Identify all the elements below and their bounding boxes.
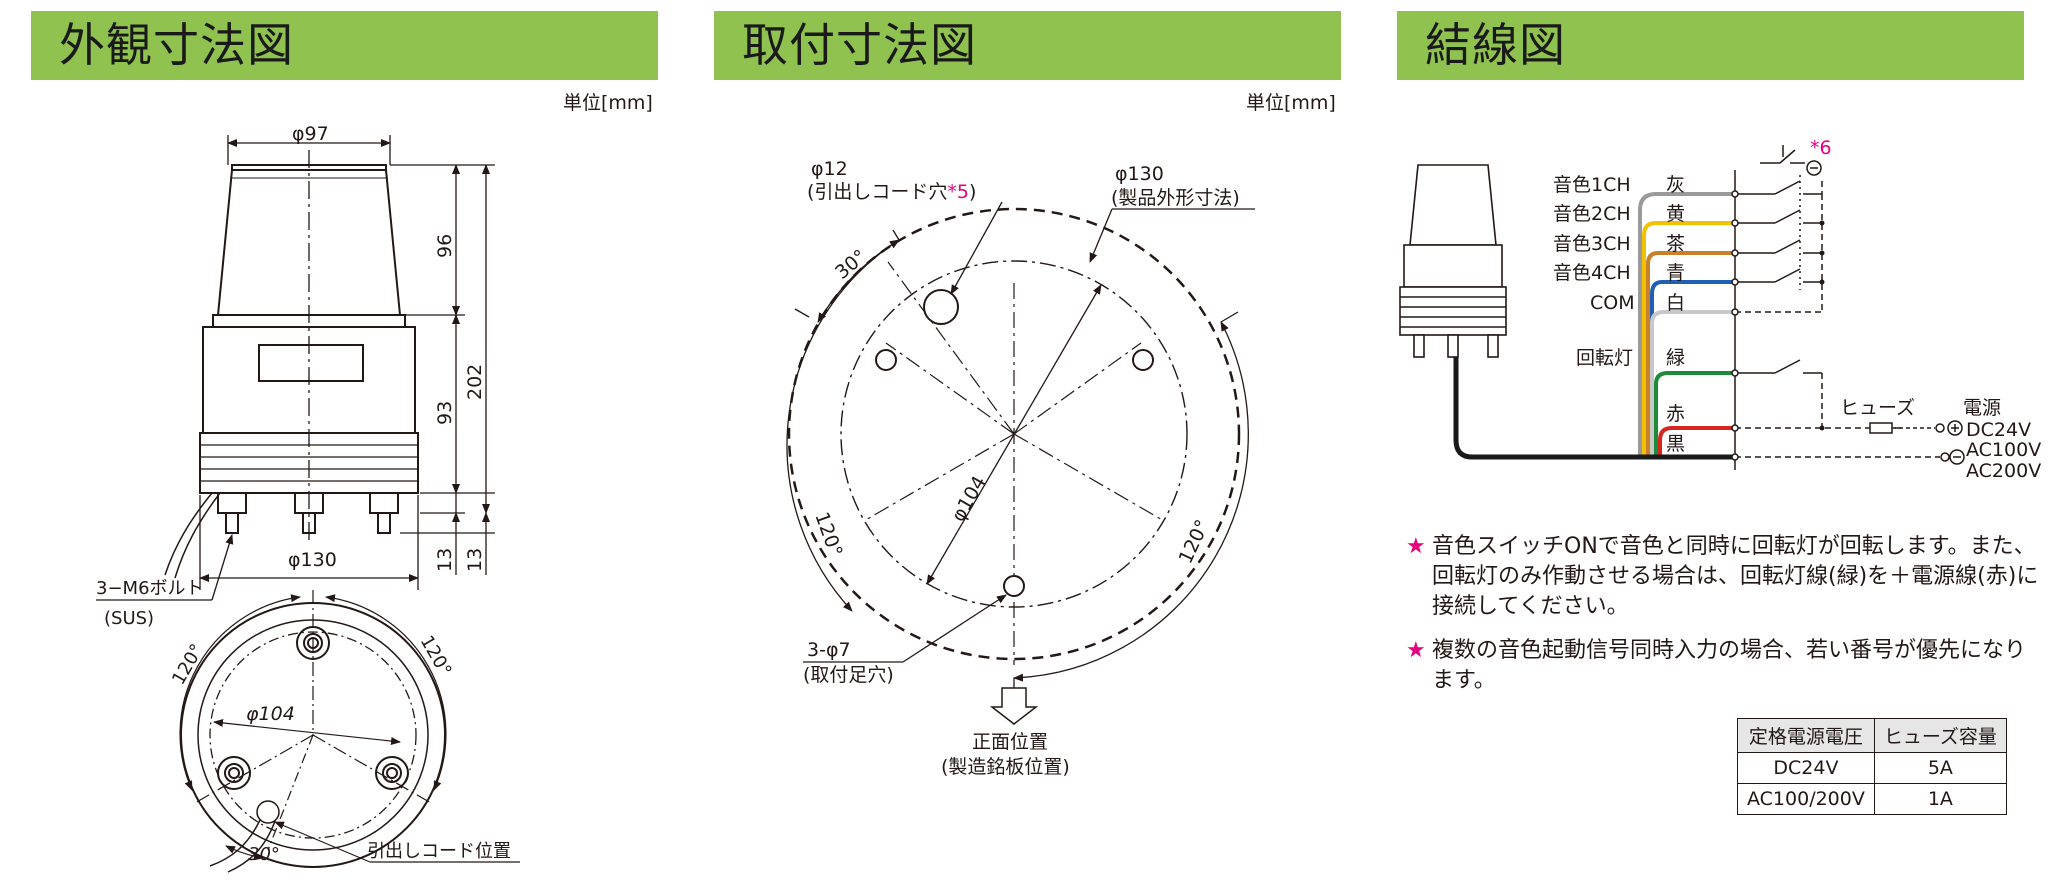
table-row: AC100/200V 1A bbox=[1737, 783, 2007, 815]
ext-dim13b: 13 bbox=[464, 548, 486, 572]
ext-phi104: φ104 bbox=[246, 703, 295, 725]
wire-color-gray: 灰 bbox=[1666, 174, 1685, 196]
mnt-foot-hole-label: (取付足穴) bbox=[803, 664, 894, 686]
wire-color-green: 緑 bbox=[1666, 347, 1685, 369]
wiring-junction-dots bbox=[1731, 190, 1739, 461]
ext-phi97: φ97 bbox=[292, 123, 329, 145]
wire-switch-note: *6 bbox=[1810, 137, 1832, 159]
note-star-icon: ★ bbox=[1406, 638, 1426, 663]
wire-color-brown: 茶 bbox=[1666, 233, 1685, 255]
external-bottom-dimensions bbox=[179, 590, 520, 863]
mnt-angle120-right: 120° bbox=[1175, 516, 1214, 567]
mnt-foot-hole: 3-φ7 bbox=[807, 639, 851, 661]
mnt-cord-hole-label: (引出しコード穴 bbox=[807, 181, 947, 203]
external-side-view bbox=[164, 164, 419, 579]
ext-bolt-label: 3−M6ボルト bbox=[96, 578, 204, 599]
ext-sus-label: (SUS) bbox=[104, 608, 154, 629]
note-2-text: 複数の音色起動信号同時入力の場合、若い番号が優先になります。 bbox=[1432, 638, 2027, 693]
mnt-phi12: φ12 bbox=[811, 158, 848, 180]
fuse-cell: 5A bbox=[1873, 752, 2007, 784]
wire-color-yellow: 黄 bbox=[1666, 203, 1685, 225]
wire-color-white: 白 bbox=[1666, 292, 1685, 314]
table-row: DC24V 5A bbox=[1737, 752, 2007, 784]
unit-label-mounting: 単位[mm] bbox=[1246, 92, 1336, 114]
wiring-dots-black bbox=[1819, 220, 1825, 431]
fuse-table-header: 定格電源電圧 ヒューズ容量 bbox=[1737, 718, 2007, 753]
mnt-phi104: φ104 bbox=[947, 472, 990, 525]
wire-color-blue: 青 bbox=[1666, 262, 1685, 284]
ext-cord-position: 引出しコード位置 bbox=[367, 841, 511, 862]
mnt-cord-hole: (引出しコード穴*5) bbox=[807, 181, 976, 203]
fuse-col-voltage: 定格電源電圧 bbox=[1737, 718, 1875, 753]
wire-ac100: AC100V bbox=[1966, 439, 2041, 461]
mounting-plan bbox=[786, 201, 1255, 725]
fuse-table: 定格電源電圧 ヒューズ容量 DC24V 5A AC100/200V 1A bbox=[1737, 718, 2007, 815]
wire-ch3-label: 音色3CH bbox=[1553, 233, 1631, 255]
wiring-cable bbox=[1453, 192, 1735, 460]
wire-rotary-label: 回転灯 bbox=[1576, 347, 1633, 369]
fuse-cell: DC24V bbox=[1737, 752, 1875, 784]
wire-ch2-label: 音色2CH bbox=[1553, 203, 1631, 225]
wire-power-label: 電源 bbox=[1963, 397, 2001, 419]
note-1-text: 音色スイッチONで音色と同時に回転灯が回転します。また、回転灯のみ作動させる場合… bbox=[1432, 534, 2039, 619]
mnt-phi130: φ130 bbox=[1115, 163, 1164, 185]
header-mounting-dimensions: 取付寸法図 bbox=[714, 11, 1341, 80]
unit-label-external: 単位[mm] bbox=[563, 92, 653, 114]
note-2: ★ 複数の音色起動信号同時入力の場合、若い番号が優先になります。 bbox=[1406, 636, 2046, 696]
mnt-front-sub: (製造銘板位置) bbox=[941, 756, 1070, 778]
wire-dc24: DC24V bbox=[1966, 419, 2031, 441]
wire-ac200: AC200V bbox=[1966, 460, 2041, 482]
note-1: ★ 音色スイッチONで音色と同時に回転灯が回転します。また、回転灯のみ作動させる… bbox=[1406, 532, 2046, 622]
header-external-dimensions: 外観寸法図 bbox=[31, 11, 658, 80]
notes-section: ★ 音色スイッチONで音色と同時に回転灯が回転します。また、回転灯のみ作動させる… bbox=[1406, 532, 2046, 710]
note-star-icon: ★ bbox=[1406, 534, 1426, 559]
wiring-device bbox=[1399, 164, 1507, 358]
fuse-cell: AC100/200V bbox=[1737, 783, 1875, 815]
ext-dim202: 202 bbox=[464, 364, 486, 400]
external-side-dimensions bbox=[96, 135, 495, 601]
ext-angle30: 30° bbox=[248, 844, 280, 865]
mnt-angle30: 30° bbox=[831, 245, 871, 284]
wire-ch4-label: 音色4CH bbox=[1553, 262, 1631, 284]
ext-dim13a: 13 bbox=[434, 548, 456, 572]
fuse-col-capacity: ヒューズ容量 bbox=[1873, 718, 2007, 753]
ext-phi130: φ130 bbox=[288, 549, 337, 571]
wire-color-red: 赤 bbox=[1666, 403, 1685, 425]
ext-dim96: 96 bbox=[434, 234, 456, 258]
wiring-circuit bbox=[1734, 145, 1965, 470]
mnt-angle120-left: 120° bbox=[810, 509, 846, 560]
mnt-front: 正面位置 bbox=[972, 731, 1048, 753]
header-wiring-diagram: 結線図 bbox=[1397, 11, 2024, 80]
ext-dim93: 93 bbox=[434, 401, 456, 425]
fuse-cell: 1A bbox=[1873, 783, 2007, 815]
mnt-outer-dim: (製品外形寸法) bbox=[1111, 187, 1240, 209]
wire-color-black: 黒 bbox=[1666, 433, 1685, 455]
mnt-cord-hole-note: *5 bbox=[947, 181, 969, 203]
mnt-cord-hole-close: ) bbox=[969, 181, 976, 203]
wire-ch1-label: 音色1CH bbox=[1553, 174, 1631, 196]
wire-fuse-label: ヒューズ bbox=[1840, 397, 1915, 419]
wire-com-label: COM bbox=[1590, 292, 1635, 314]
